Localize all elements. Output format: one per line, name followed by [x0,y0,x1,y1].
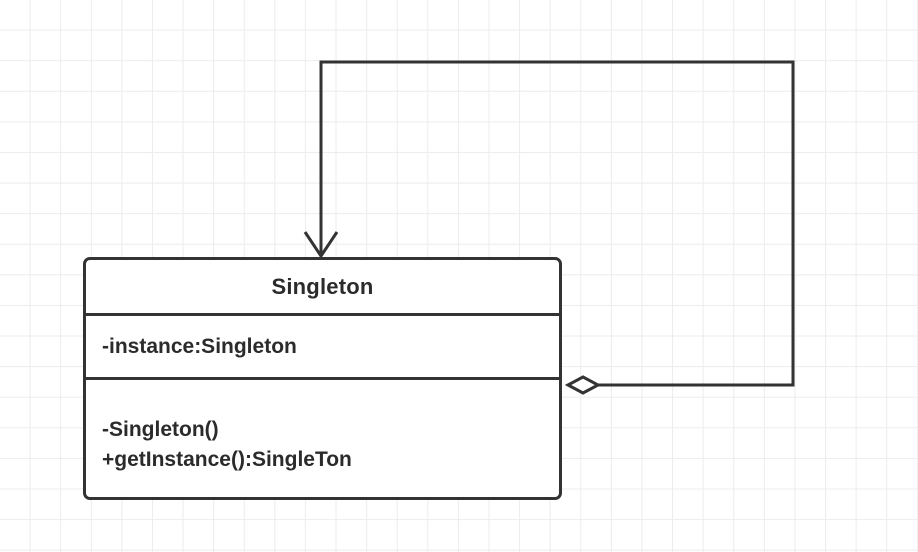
operation-get-instance: +getInstance():SingleTon [102,447,352,471]
attribute-instance: -instance:Singleton [102,334,297,358]
operation-constructor: -Singleton() [102,417,219,441]
class-attributes-compartment: -instance:Singleton [86,316,559,380]
uml-class-singleton[interactable]: Singleton -instance:Singleton -Singleton… [83,257,562,500]
aggregation-diamond-icon [564,375,602,395]
class-name-compartment: Singleton [86,260,559,316]
open-arrowhead-icon [303,231,339,259]
class-name-label: Singleton [271,273,374,299]
class-operations-compartment: -Singleton() +getInstance():SingleTon [86,380,559,497]
